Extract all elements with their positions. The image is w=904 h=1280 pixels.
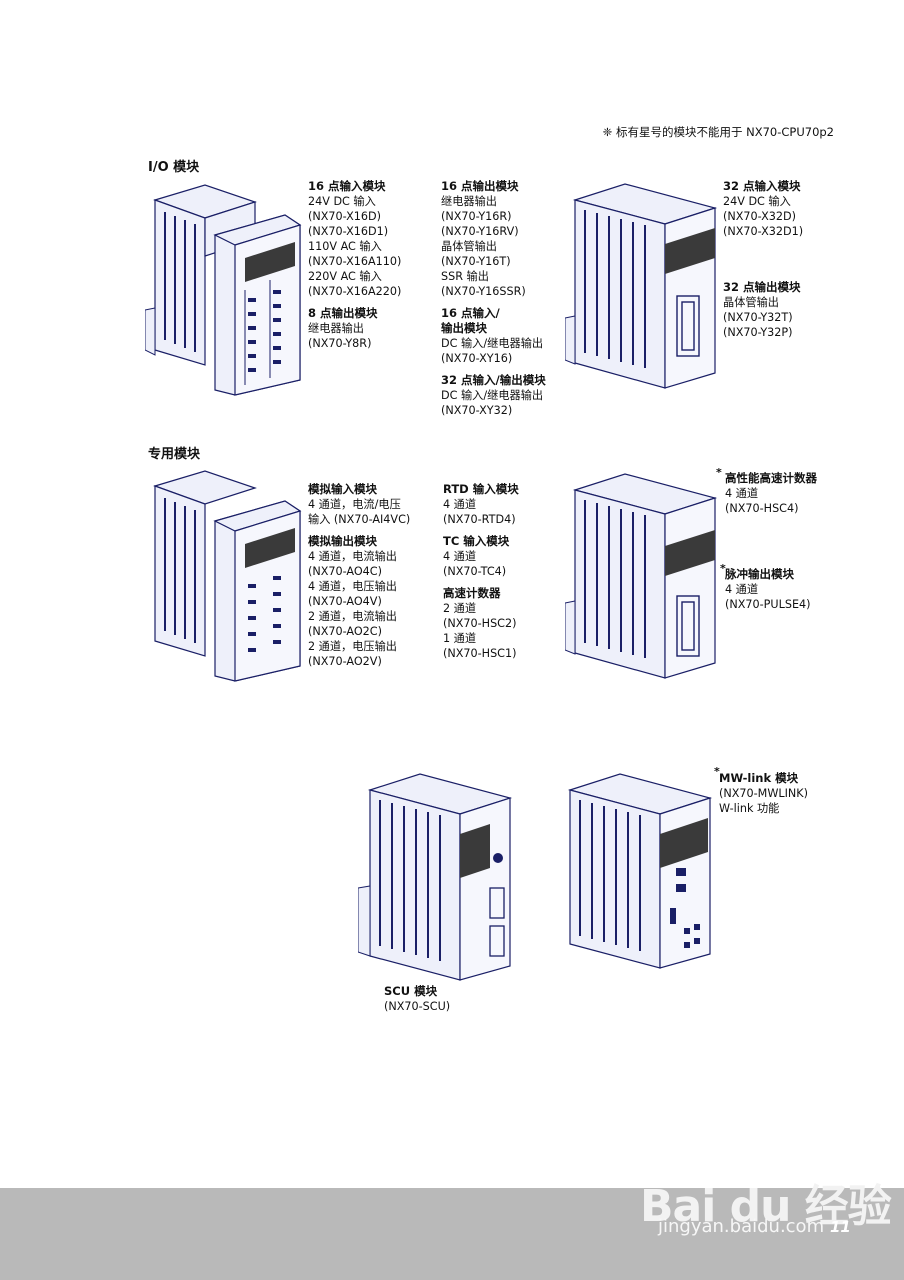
spec-line: (NX70-AO4C) <box>308 565 382 578</box>
spec-line: 24V DC 输入 <box>723 195 791 208</box>
baidu-watermark-url: jingyan.baidu.com <box>658 1216 825 1237</box>
hsc4-title: 高性能高速计数器 <box>725 471 817 485</box>
asterisk-mark: * <box>716 466 722 479</box>
asterisk-mark: * <box>720 562 726 575</box>
spec-line: 4 通道 <box>443 550 477 563</box>
header-note: ❈ 标有星号的模块不能用于 NX70-CPU70p2 <box>602 125 834 139</box>
spec-line: (NX70-X16D) <box>308 210 381 223</box>
io-16pt-io-title-b: 输出模块 <box>441 321 487 335</box>
io-32pt-io-title: 32 点输入/输出模块 <box>441 373 546 387</box>
spec-line: 220V AC 输入 <box>308 270 382 283</box>
analog-output-title: 模拟输出模块 <box>308 534 377 548</box>
section-title-io: I/O 模块 <box>148 160 200 175</box>
spec-line: (NX70-X16A110) <box>308 255 402 268</box>
spec-line: (NX70-TC4) <box>443 565 507 578</box>
spec-line: (NX70-AO4V) <box>308 595 382 608</box>
spec-line: 2 通道，电压输出 <box>308 640 397 653</box>
spec-line: (NX70-Y16T) <box>441 255 511 268</box>
spec-line: (NX70-X16A220) <box>308 285 402 298</box>
mwlink-title: MW-link 模块 <box>719 771 799 785</box>
spec-line: (NX70-HSC4) <box>725 502 799 515</box>
module-16pt-illustration <box>145 184 302 396</box>
spec-line: (NX70-Y16RV) <box>441 225 519 238</box>
spec-line: 1 通道 <box>443 632 477 645</box>
spec-line: DC 输入/继电器输出 <box>441 337 544 350</box>
spec-line: 4 通道，电流/电压 <box>308 498 401 511</box>
asterisk-mark: * <box>714 765 720 778</box>
spec-line: 4 通道，电流输出 <box>308 550 397 563</box>
spec-line: (NX70-X32D) <box>723 210 796 223</box>
spec-line: DC 输入/继电器输出 <box>441 389 544 402</box>
spec-line: 继电器输出 <box>441 195 497 208</box>
spec-line: 24V DC 输入 <box>308 195 376 208</box>
spec-line: SSR 输出 <box>441 270 489 283</box>
spec-line: (NX70-HSC2) <box>443 617 517 630</box>
spec-line: (NX70-PULSE4) <box>725 598 811 611</box>
spec-line: (NX70-Y32T) <box>723 311 793 324</box>
pulse-output-title: 脉冲输出模块 <box>725 567 794 581</box>
scu-title: SCU 模块 <box>384 984 438 998</box>
special-col3: 高性能高速计数器 4 通道 (NX70-HSC4) <box>725 471 817 516</box>
spec-line: 4 通道 <box>725 583 759 596</box>
spec-line: (NX70-Y16SSR) <box>441 285 526 298</box>
footer-band <box>0 1188 904 1280</box>
scu-caption: SCU 模块 (NX70-SCU) <box>384 984 450 1014</box>
baidu-watermark-logo: Bai du 经验 <box>640 1181 892 1232</box>
section-title-special: 专用模块 <box>148 447 201 462</box>
special-col3b: 脉冲输出模块 4 通道 (NX70-PULSE4) <box>725 567 811 612</box>
io-16pt-io-title-a: 16 点输入/ <box>441 306 500 320</box>
module-hsc-illustration <box>565 473 718 679</box>
spec-line: W-link 功能 <box>719 802 780 815</box>
module-32pt-illustration <box>565 183 718 389</box>
io-col2: 16 点输出模块 继电器输出 (NX70-Y16R) (NX70-Y16RV) … <box>441 179 546 418</box>
special-col1: 模拟输入模块 4 通道，电流/电压 输入 (NX70-AI4VC) 模拟输出模块… <box>308 482 410 669</box>
spec-line: 晶体管输出 <box>441 240 497 253</box>
spec-line: 2 通道 <box>443 602 477 615</box>
spec-line: (NX70-XY16) <box>441 352 513 365</box>
module-scu-illustration <box>358 773 513 981</box>
spec-line: (NX70-X32D1) <box>723 225 804 238</box>
spec-line: 4 通道 <box>443 498 477 511</box>
io-16pt-output-title: 16 点输出模块 <box>441 179 519 193</box>
spec-line: 继电器输出 <box>308 322 364 335</box>
module-analog-illustration <box>153 470 302 682</box>
spec-line: (NX70-X16D1) <box>308 225 389 238</box>
spec-line: (NX70-MWLINK) <box>719 787 808 800</box>
spec-line: (NX70-Y16R) <box>441 210 512 223</box>
spec-line: (NX70-AO2V) <box>308 655 382 668</box>
mwlink-caption: MW-link 模块 (NX70-MWLINK) W-link 功能 <box>719 771 808 816</box>
io-col3: 32 点输入模块 24V DC 输入 (NX70-X32D) (NX70-X32… <box>723 179 803 239</box>
spec-line: (NX70-SCU) <box>384 1000 451 1013</box>
io-16pt-input-title: 16 点输入模块 <box>308 179 386 193</box>
spec-line: 晶体管输出 <box>723 296 779 309</box>
io-8pt-output-title: 8 点输出模块 <box>308 306 378 320</box>
spec-line: 110V AC 输入 <box>308 240 382 253</box>
spec-line: (NX70-XY32) <box>441 404 513 417</box>
spec-line: (NX70-AO2C) <box>308 625 382 638</box>
page-number: 11 <box>830 1218 851 1236</box>
rtd-input-title: RTD 输入模块 <box>443 482 519 496</box>
io-col3b: 32 点输出模块 晶体管输出 (NX70-Y32T) (NX70-Y32P) <box>723 280 801 340</box>
spec-line: (NX70-RTD4) <box>443 513 516 526</box>
special-col2: RTD 输入模块 4 通道 (NX70-RTD4) TC 输入模块 4 通道 (… <box>443 482 519 661</box>
tc-input-title: TC 输入模块 <box>443 534 510 548</box>
spec-line: (NX70-Y8R) <box>308 337 372 350</box>
spec-line: 4 通道 <box>725 487 759 500</box>
spec-line: 2 通道，电流输出 <box>308 610 397 623</box>
spec-line: (NX70-HSC1) <box>443 647 517 660</box>
hsc-title: 高速计数器 <box>443 586 501 600</box>
spec-line: 4 通道，电压输出 <box>308 580 397 593</box>
io-32pt-input-title: 32 点输入模块 <box>723 179 801 193</box>
io-col1: 16 点输入模块 24V DC 输入 (NX70-X16D) (NX70-X16… <box>308 179 401 351</box>
module-mwlink-illustration <box>567 773 713 969</box>
io-32pt-output-title: 32 点输出模块 <box>723 280 801 294</box>
analog-input-title: 模拟输入模块 <box>308 482 377 496</box>
spec-line: 输入 (NX70-AI4VC) <box>308 513 411 526</box>
spec-line: (NX70-Y32P) <box>723 326 793 339</box>
